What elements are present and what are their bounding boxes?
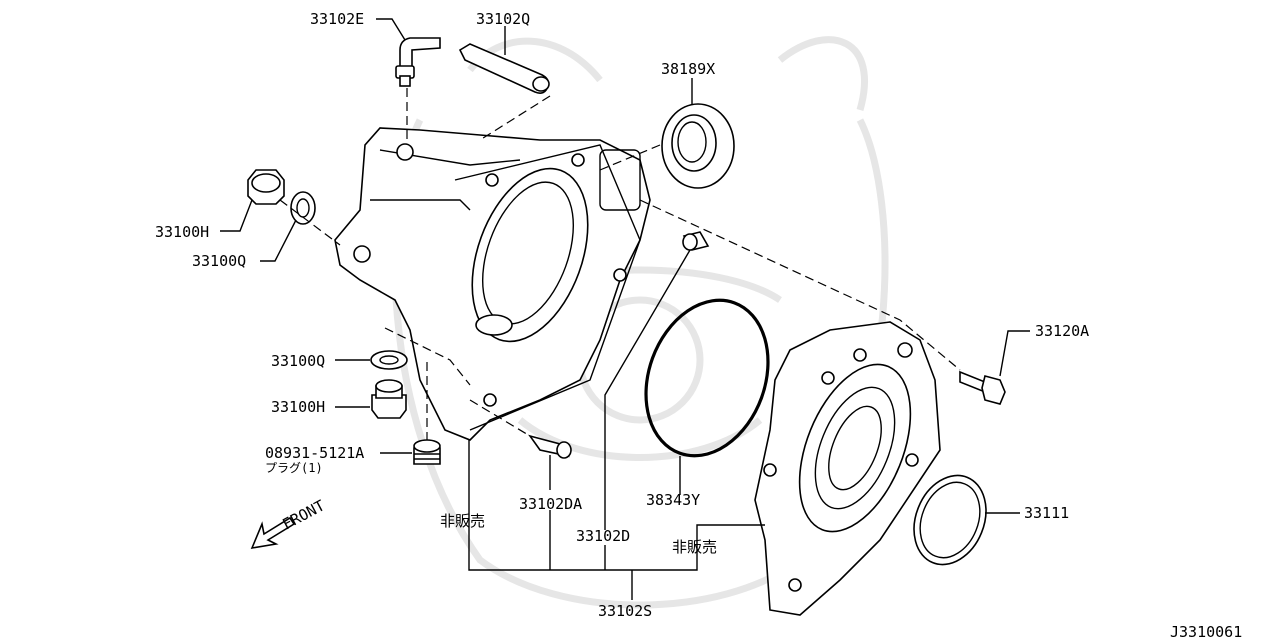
label-08931-5121a[interactable]: 08931-5121A <box>265 444 364 462</box>
snap-ring[interactable] <box>901 465 999 576</box>
front-label: FRONT <box>279 496 327 533</box>
dowel-pin-lower[interactable] <box>528 434 572 459</box>
breather-elbow[interactable] <box>395 37 441 87</box>
leader-lines <box>220 18 1030 600</box>
label-33100h-upper[interactable]: 33100H <box>155 223 209 241</box>
part-labels: 33102E 33102Q 38189X 33100H 33100Q 33120… <box>155 10 1242 639</box>
diagram-id: J3310061 <box>1170 623 1242 639</box>
drain-plug-lower[interactable] <box>371 379 407 419</box>
bolt[interactable] <box>959 370 1006 405</box>
label-33102s[interactable]: 33102S <box>598 602 652 620</box>
breather-hose[interactable] <box>458 43 550 94</box>
label-33100h-lower[interactable]: 33100H <box>271 398 325 416</box>
label-38189x[interactable]: 38189X <box>661 60 715 78</box>
label-33100q-upper[interactable]: 33100Q <box>192 252 246 270</box>
label-33102e[interactable]: 33102E <box>310 10 364 28</box>
washer-upper[interactable] <box>290 191 316 225</box>
label-plug-sub: プラグ(1) <box>265 461 323 475</box>
label-33120a[interactable]: 33120A <box>1035 322 1089 340</box>
label-33100q-lower[interactable]: 33100Q <box>271 352 325 370</box>
label-not-for-sale-left: 非販売 <box>440 512 485 530</box>
plug-08931[interactable] <box>413 439 441 465</box>
label-33102da[interactable]: 33102DA <box>519 495 582 513</box>
label-33102q[interactable]: 33102Q <box>476 10 530 28</box>
front-arrow <box>250 516 296 550</box>
dowel-pin-upper[interactable] <box>682 231 710 251</box>
washer-lower[interactable] <box>370 350 408 370</box>
label-33111[interactable]: 33111 <box>1024 504 1069 522</box>
label-38343y[interactable]: 38343Y <box>646 491 700 509</box>
assembly-lines <box>279 88 961 440</box>
label-not-for-sale-right: 非販売 <box>672 538 717 556</box>
transfer-housing[interactable] <box>334 127 651 441</box>
o-ring[interactable] <box>625 283 789 473</box>
rear-cover[interactable] <box>754 321 941 616</box>
oil-seal[interactable] <box>661 103 735 189</box>
label-33102d[interactable]: 33102D <box>576 527 630 545</box>
drain-plug-upper[interactable] <box>247 169 285 205</box>
